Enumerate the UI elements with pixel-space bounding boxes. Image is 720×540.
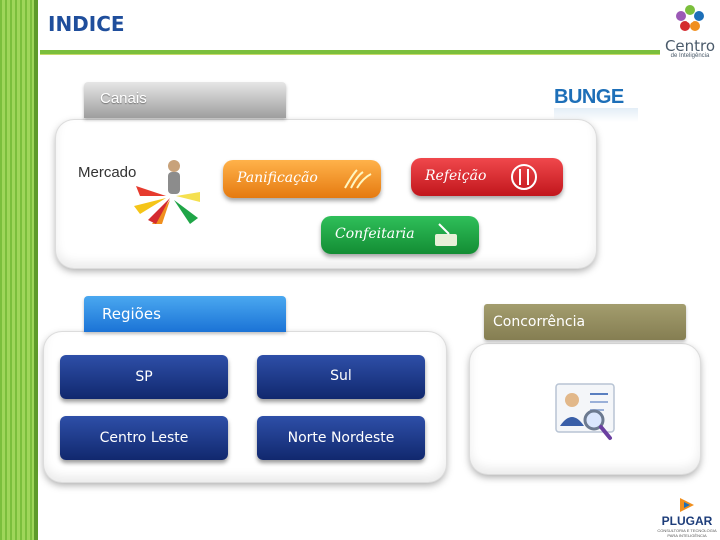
people-arrows-icon	[134, 160, 200, 224]
confeitaria-label: Confeitaria	[335, 226, 415, 242]
plugar-logo-name: PLUGAR	[661, 514, 713, 528]
tab-regioes-label: Regiões	[102, 305, 161, 323]
centro-logo-name: Centro	[664, 37, 716, 55]
tab-regioes[interactable]: Regiões	[84, 296, 286, 332]
header-divider-thin	[40, 54, 660, 55]
panificacao-label: Panificação	[237, 170, 318, 186]
refeicao-button[interactable]: Refeição	[411, 158, 563, 196]
region-norte-nordeste-button[interactable]: Norte Nordeste	[257, 416, 425, 460]
region-sp-button[interactable]: SP	[60, 355, 228, 399]
tab-canais-label: Canais	[100, 90, 147, 107]
plugar-mark-icon	[680, 498, 694, 512]
tab-canais[interactable]: Canais	[84, 82, 286, 118]
flower-icon	[676, 5, 704, 31]
tab-concorrencia-label: Concorrência	[493, 314, 586, 330]
region-sul-button[interactable]: Sul	[257, 355, 425, 399]
plate-cutlery-icon	[511, 164, 537, 190]
plugar-logo-subtitle: CONSULTORIA E TECNOLOGIA PARA INTELIGÊNC…	[657, 528, 717, 538]
wheat-icon	[344, 169, 372, 189]
cake-icon	[435, 223, 457, 246]
refeicao-label: Refeição	[425, 168, 487, 184]
bunge-logo: BUNGE	[554, 86, 624, 108]
centro-logo: Centro de Inteligência	[662, 4, 718, 59]
bunge-logo-reflection	[554, 108, 638, 122]
panificacao-button[interactable]: Panificação	[223, 160, 381, 198]
plugar-logo: PLUGAR CONSULTORIA E TECNOLOGIA PARA INT…	[656, 496, 718, 538]
user-search-icon[interactable]	[554, 382, 616, 442]
region-centro-leste-button[interactable]: Centro Leste	[60, 416, 228, 460]
mercado-label: Mercado	[78, 164, 137, 181]
left-decorative-bar	[0, 0, 38, 540]
tab-concorrencia[interactable]: Concorrência	[484, 304, 686, 340]
page-title: INDICE	[48, 12, 125, 36]
confeitaria-button[interactable]: Confeitaria	[321, 216, 479, 254]
header-divider	[40, 50, 660, 54]
centro-logo-subtitle: de Inteligência	[670, 53, 710, 59]
